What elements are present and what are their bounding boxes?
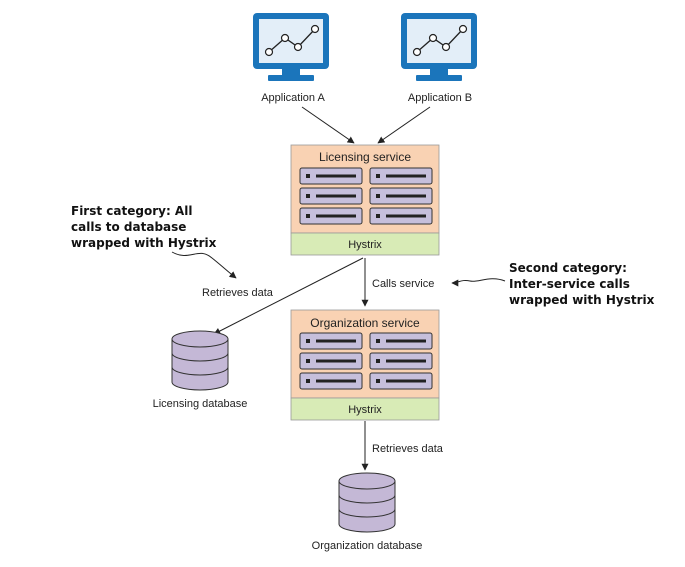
- licensing-database-label: Licensing database: [153, 398, 248, 410]
- app-b-to-licensing-arrow: [377, 106, 431, 144]
- organization-hystrix-bar: [290, 397, 440, 421]
- server-unit: [299, 167, 363, 185]
- licensing-to-db-label: Retrieves data: [202, 287, 274, 299]
- server-rack-icon: [299, 167, 433, 225]
- organization-hystrix-label: Hystrix: [348, 404, 382, 416]
- annotation-second-line-1: Second category:: [509, 261, 627, 275]
- licensing-database: Licensing database: [153, 330, 248, 410]
- database-icon: [171, 330, 229, 391]
- organization-database: Organization database: [312, 472, 423, 552]
- calls-service-label: Calls service: [372, 278, 434, 290]
- annotation-first-arrow: [171, 251, 237, 279]
- licensing-hystrix-label: Hystrix: [348, 239, 382, 251]
- server-rack-icon: [299, 332, 433, 390]
- server-unit: [299, 207, 363, 225]
- application-b: Application B: [401, 13, 477, 104]
- server-unit: [369, 372, 433, 390]
- server-unit: [369, 332, 433, 350]
- app-a-to-licensing-arrow: [301, 106, 355, 144]
- server-unit: [369, 167, 433, 185]
- server-unit: [369, 352, 433, 370]
- application-b-label: Application B: [408, 92, 472, 104]
- annotation-first-line-3: wrapped with Hystrix: [71, 236, 217, 250]
- server-unit: [299, 352, 363, 370]
- application-a-label: Application A: [261, 92, 325, 104]
- org-retrieves-data-label: Retrieves data: [372, 443, 444, 455]
- annotation-second-category: Second category: Inter-service calls wra…: [451, 261, 655, 307]
- server-unit: [369, 187, 433, 205]
- organization-service-title: Organization service: [310, 316, 420, 330]
- application-a: Application A: [253, 13, 329, 104]
- server-unit: [299, 372, 363, 390]
- licensing-hystrix-bar: [290, 232, 440, 256]
- annotation-second-line-3: wrapped with Hystrix: [509, 293, 655, 307]
- server-unit: [369, 207, 433, 225]
- monitor-chart-icon: [401, 13, 477, 81]
- annotation-second-line-2: Inter-service calls: [509, 277, 630, 291]
- monitor-chart-icon: [253, 13, 329, 81]
- organization-database-label: Organization database: [312, 540, 423, 552]
- licensing-service: Licensing service Hystrix: [290, 144, 440, 256]
- server-unit: [299, 332, 363, 350]
- annotation-second-arrow: [451, 278, 506, 287]
- licensing-to-db-arrow: [213, 257, 364, 335]
- annotation-first-category: First category: All calls to database wr…: [71, 204, 237, 279]
- database-icon: [338, 472, 396, 533]
- annotation-first-line-2: calls to database: [71, 220, 186, 234]
- organization-service: Organization service Hystrix: [290, 309, 440, 421]
- licensing-service-title: Licensing service: [319, 150, 411, 164]
- annotation-first-line-1: First category: All: [71, 204, 192, 218]
- server-unit: [299, 187, 363, 205]
